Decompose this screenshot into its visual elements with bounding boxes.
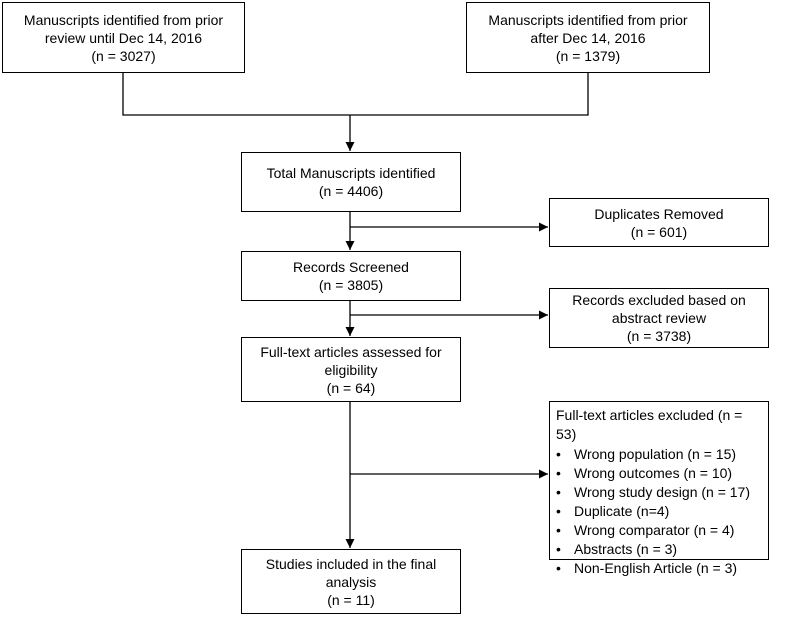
list-item: • Wrong study design (n = 17) [556, 483, 750, 502]
box-fulltext-assessed: Full-text articles assessed for eligibil… [241, 337, 461, 402]
list-item: • Duplicate (n=4) [556, 502, 750, 521]
list-item-label: Non-English Article (n = 3) [574, 560, 738, 576]
bullet-icon: • [556, 503, 561, 519]
bullet-icon: • [556, 484, 561, 500]
list-item: • Wrong population (n = 15) [556, 445, 750, 464]
box-count: (n = 64) [326, 379, 376, 396]
list-item-label: Wrong population (n = 15) [574, 446, 737, 462]
box-text-line: review until Dec 14, 2016 [44, 29, 203, 46]
box-text-line: abstract review [611, 310, 707, 326]
box-records-screened: Records Screened (n = 3805) [241, 251, 461, 301]
box-count: (n = 3805) [318, 277, 384, 293]
box-text-line: Duplicates Removed [594, 205, 724, 222]
box-count: (n = 3738) [626, 328, 692, 344]
merge-line [122, 73, 589, 116]
box-count: (n = 3027) [91, 47, 156, 64]
box-text-line: analysis [325, 573, 377, 590]
box-count: (n = 4406) [318, 183, 384, 199]
box-count: (n = 1379) [555, 47, 621, 64]
box-text-line: Studies included in the final [265, 555, 437, 572]
box-prior-review-before: Manuscripts identified from prior review… [2, 2, 245, 73]
box-text-line: eligibility [324, 361, 378, 378]
list-item: • Wrong comparator (n = 4) [556, 521, 750, 540]
box-abstract-excluded: Records excluded based on abstract revie… [549, 288, 769, 348]
box-text-line: Manuscripts identified from prior [488, 11, 688, 28]
box-fulltext-excluded: Full-text articles excluded (n = 53) • Wr… [549, 401, 769, 576]
box-text-line: Full-text articles assessed for [260, 343, 442, 360]
list-item-label: Duplicate (n=4) [574, 503, 670, 519]
list-item-label: Wrong comparator (n = 4) [574, 522, 735, 538]
bullet-icon: • [556, 560, 561, 576]
bullet-icon: • [556, 541, 561, 557]
box-text-line: Total Manuscripts identified [266, 165, 436, 181]
box-studies-included: Studies included in the final analysis (… [241, 549, 461, 614]
bullet-icon: • [556, 522, 561, 538]
box-text-line: after Dec 14, 2016 [530, 29, 646, 46]
box-text-line: Records Screened [293, 259, 409, 275]
list-item-label: Wrong study design (n = 17) [574, 484, 751, 500]
list-item-label: Abstracts (n = 3) [574, 541, 678, 557]
list-item: • Non-English Article (n = 3) [556, 559, 750, 578]
exclusion-heading: Full-text articles excluded (n = 53) [556, 407, 743, 442]
box-text-line: Manuscripts identified from prior [23, 11, 224, 28]
list-item: • Wrong outcomes (n = 10) [556, 464, 750, 483]
exclusion-list: • Wrong population (n = 15) • Wrong outcom… [556, 445, 750, 578]
box-count: (n = 601) [630, 223, 688, 240]
bullet-icon: • [556, 465, 561, 481]
box-prior-review-after: Manuscripts identified from prior after … [466, 2, 710, 73]
box-count: (n = 11) [327, 591, 375, 608]
list-item-label: Wrong outcomes (n = 10) [574, 465, 733, 481]
list-item: • Abstracts (n = 3) [556, 540, 750, 559]
box-duplicates-removed: Duplicates Removed (n = 601) [549, 198, 769, 247]
box-total-identified: Total Manuscripts identified (n = 4406) [241, 152, 461, 212]
bullet-icon: • [556, 446, 561, 462]
box-text-line: Records excluded based on [572, 292, 746, 308]
